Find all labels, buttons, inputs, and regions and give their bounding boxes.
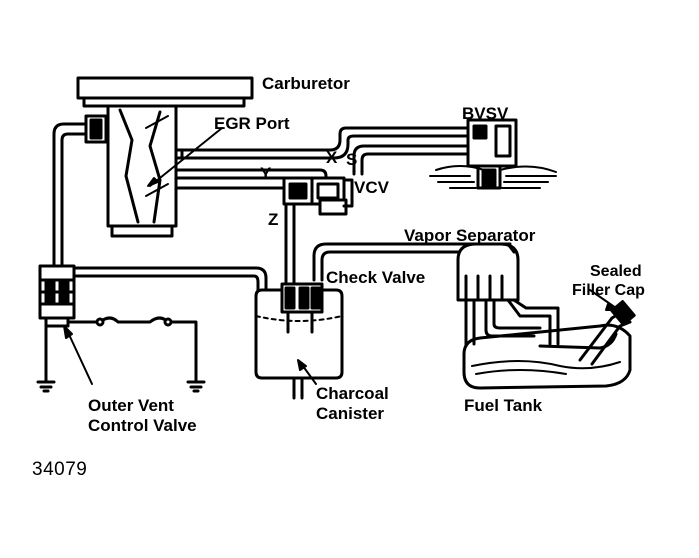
z-port-label: Z [268, 210, 279, 229]
outer-vent-label-line1: Outer Vent [88, 396, 174, 415]
vcv-valve [282, 176, 354, 216]
sealed-filler-cap [610, 300, 636, 326]
egr-to-bvsv-hose [174, 126, 472, 160]
separator-to-canister-hose [312, 242, 512, 282]
fuel-tank [462, 298, 632, 390]
switch-wiring [66, 316, 198, 328]
egr-port-label: EGR Port [214, 114, 290, 133]
vapor-separator-label: Vapor Separator [404, 226, 536, 245]
bvsv-valve [466, 118, 518, 190]
sealed-filler-cap-label-line1: Sealed [590, 263, 642, 280]
outer-vent-label-line2: Control Valve [88, 416, 197, 435]
vcv-label: VCV [354, 178, 389, 197]
y-port-label: Y [260, 164, 272, 183]
vapor-separator [456, 242, 520, 302]
charcoal-canister-label-line1: Charcoal [316, 384, 389, 403]
ground-symbols [36, 324, 206, 393]
carburetor-label: Carburetor [262, 74, 350, 93]
vent-hose [52, 122, 88, 270]
figure-number: 34079 [32, 459, 88, 480]
sealed-filler-cap-label-line2: Filler Cap [572, 282, 645, 299]
bvsv-label: BVSV [462, 104, 509, 123]
fuel-tank-label: Fuel Tank [464, 396, 543, 415]
outer-vent-control-valve [38, 264, 76, 328]
s-port-label: S [346, 150, 358, 169]
check-valve-label: Check Valve [326, 268, 426, 287]
charcoal-canister [254, 282, 344, 400]
carburetor-small-fitting [84, 114, 108, 144]
leader-lines [63, 127, 619, 385]
charcoal-canister-label-line2: Canister [316, 404, 385, 423]
vent-to-canister-hose [70, 266, 268, 302]
vcv-to-canister-hose [284, 202, 296, 294]
x-port-label: X [326, 148, 338, 167]
bvsv-to-vcv-hose [352, 144, 472, 176]
engine-block-section [429, 165, 557, 189]
